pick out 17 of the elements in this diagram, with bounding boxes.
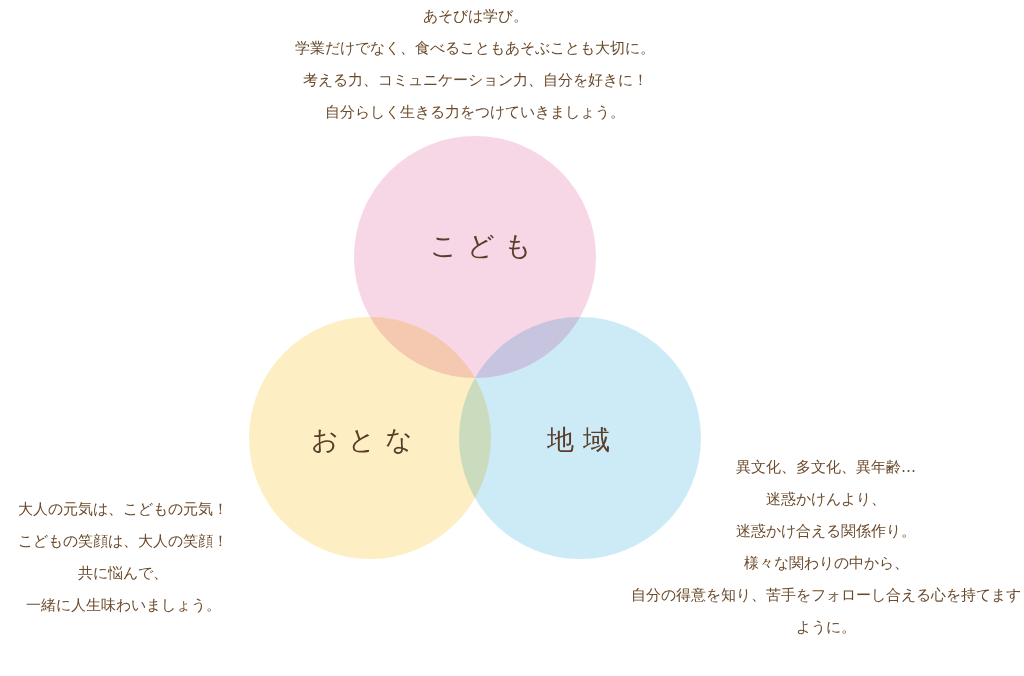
caption-text: 共に悩んで、	[77, 563, 169, 584]
venn-circle	[459, 317, 701, 559]
circle-label: おとな	[311, 423, 422, 457]
caption-text: こどもの笑顔は、大人の笑顔！	[17, 531, 229, 552]
caption-text: 一緒に人生味わいましょう。	[24, 595, 222, 616]
caption-text: 様々な関わりの中から、	[742, 553, 910, 574]
caption-text: 考える力、コミュニケーション力、自分を好きに！	[301, 70, 649, 91]
circle-label: こども	[430, 229, 541, 263]
caption-text: 迷惑かけんより、	[765, 489, 887, 510]
caption-text: 自分の得意を知り、苦手をフォローし合える心を持てますように。	[630, 585, 1022, 638]
caption-text: 異文化、多文化、異年齢…	[735, 457, 917, 478]
caption-text: 自分らしく生きる力をつけていきましょう。	[324, 102, 626, 123]
caption-text: あそびは学び。	[421, 6, 529, 27]
caption-text: 大人の元気は、こどもの元気！	[17, 499, 229, 520]
circle-label: 地域	[547, 423, 619, 457]
caption-text: 学業だけでなく、食べることもあそぶことも大切に。	[294, 38, 656, 59]
caption-text: 迷惑かけ合える関係作り。	[735, 521, 917, 542]
